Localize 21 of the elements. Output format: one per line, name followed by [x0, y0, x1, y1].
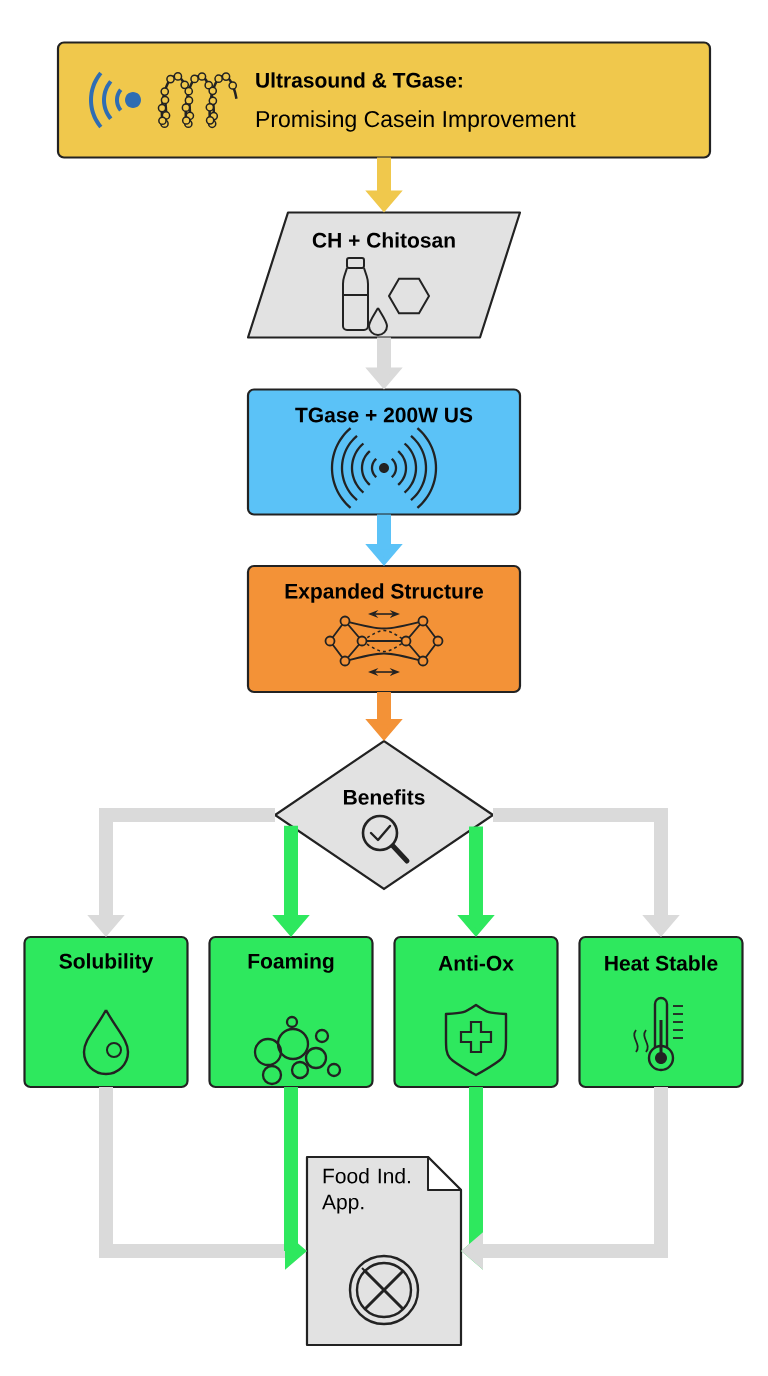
- decision-diamond: [273, 739, 495, 891]
- process-box: [578, 935, 744, 1089]
- process-box: [56, 41, 712, 159]
- process-box: [246, 388, 522, 516]
- node-text: Anti-Ox: [438, 955, 514, 971]
- node-text: Food Ind. App.: [322, 1168, 410, 1214]
- node-text: Ultrasound & TGase:: [256, 72, 462, 88]
- node-text: Benefits: [344, 789, 425, 805]
- node-text: Solubility: [59, 953, 154, 973]
- input-parallelogram: [246, 211, 522, 339]
- node-text: CH + Chitosan: [312, 232, 455, 248]
- process-box: [246, 564, 522, 694]
- node-text: Heat Stable: [605, 955, 718, 971]
- node-text: Promising Casein Improvement: [256, 110, 576, 132]
- node-text: Expanded Structure: [285, 583, 484, 603]
- process-box: [393, 935, 559, 1089]
- node-text: TGase + 200W US: [295, 407, 473, 423]
- process-box: [23, 935, 189, 1089]
- node-text: Foaming: [248, 953, 334, 973]
- document-shape: [305, 1155, 463, 1347]
- process-box: [208, 935, 374, 1089]
